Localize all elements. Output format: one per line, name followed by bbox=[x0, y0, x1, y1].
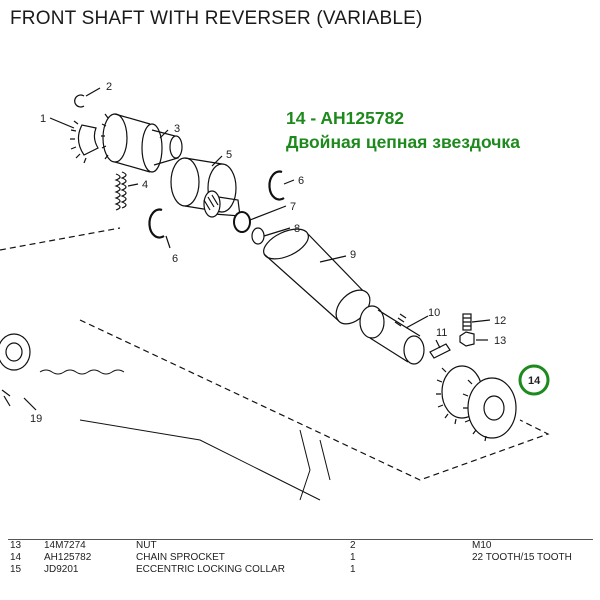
assembly-line-left bbox=[0, 227, 121, 251]
part-8-washer bbox=[251, 227, 265, 245]
cell-part: JD9201 bbox=[44, 564, 79, 575]
cell-remarks: 22 TOOTH/15 TOOTH bbox=[472, 552, 572, 563]
cell-remarks: M10 bbox=[470, 539, 593, 552]
part-19-bearing bbox=[0, 333, 31, 407]
cell-part: AH125782 bbox=[44, 552, 92, 563]
part-1-sprocket-half bbox=[70, 120, 99, 164]
part-6-retaining-ring-upper bbox=[268, 170, 285, 201]
label-13: 13 bbox=[494, 335, 506, 347]
label-1: 1 bbox=[40, 113, 46, 125]
cell-remarks bbox=[470, 564, 593, 576]
cell-desc: CHAIN SPROCKET bbox=[136, 552, 225, 563]
cell-qty: 1 bbox=[350, 564, 356, 575]
label-7: 7 bbox=[290, 201, 296, 213]
part-14-double-chain-sprocket bbox=[436, 365, 517, 442]
label-8: 8 bbox=[294, 223, 300, 235]
part-6-retaining-ring-lower bbox=[148, 208, 165, 239]
label-6-upper: 6 bbox=[298, 175, 304, 187]
cell-no: 15 bbox=[10, 564, 22, 575]
part-3-sprocket-hub bbox=[101, 113, 183, 173]
cell-desc: ECCENTRIC LOCKING COLLAR bbox=[136, 564, 285, 575]
callout-part-number: 14 - AH125782 bbox=[286, 108, 405, 128]
label-5: 5 bbox=[226, 149, 232, 161]
part-9-shaft-sleeve bbox=[263, 228, 371, 325]
cell-part: 14M7274 bbox=[42, 539, 134, 552]
assembly-line-bottom bbox=[79, 319, 550, 481]
label-19: 19 bbox=[30, 413, 42, 425]
label-11: 11 bbox=[436, 327, 447, 339]
drive-chain bbox=[39, 369, 331, 501]
cell-no: 13 bbox=[8, 539, 42, 552]
part-12-bolt bbox=[462, 313, 472, 331]
label-14: 14 bbox=[528, 375, 541, 387]
label-4: 4 bbox=[142, 179, 148, 191]
exploded-parts-diagram: 2 1 3 4 5 6 7 8 6 9 10 11 12 13 14 19 bbox=[0, 81, 550, 501]
cell-desc: NUT bbox=[134, 539, 348, 552]
label-10: 10 bbox=[428, 307, 440, 319]
cell-qty: 1 bbox=[350, 552, 356, 563]
part-14-highlight-ring bbox=[518, 364, 550, 396]
part-10-shaft-end bbox=[359, 305, 425, 365]
page-title: FRONT SHAFT WITH REVERSER (VARIABLE) bbox=[10, 8, 423, 29]
cell-qty: 2 bbox=[348, 539, 470, 552]
part-11-key bbox=[429, 343, 451, 359]
part-13-nut bbox=[459, 331, 475, 347]
part-5-clutch-housing bbox=[170, 157, 241, 218]
callout-part-description: Двойная цепная звездочка bbox=[286, 132, 520, 152]
part-4-spring bbox=[114, 171, 127, 211]
cell-no: 14 bbox=[10, 552, 22, 563]
label-3: 3 bbox=[174, 123, 180, 135]
label-12: 12 bbox=[494, 315, 506, 327]
label-2: 2 bbox=[106, 81, 112, 93]
part-callout: 14 - AH125782 Двойная цепная звездочка bbox=[286, 106, 520, 154]
table-row: 15 JD9201 ECCENTRIC LOCKING COLLAR 1 bbox=[8, 564, 593, 576]
part-7-washer bbox=[233, 211, 251, 233]
label-9: 9 bbox=[350, 249, 356, 261]
part-2-snap-ring bbox=[74, 94, 85, 108]
table-row: 14 AH125782 CHAIN SPROCKET 1 22 TOOTH/15 TOO… bbox=[8, 552, 593, 564]
label-6-lower: 6 bbox=[172, 253, 178, 265]
